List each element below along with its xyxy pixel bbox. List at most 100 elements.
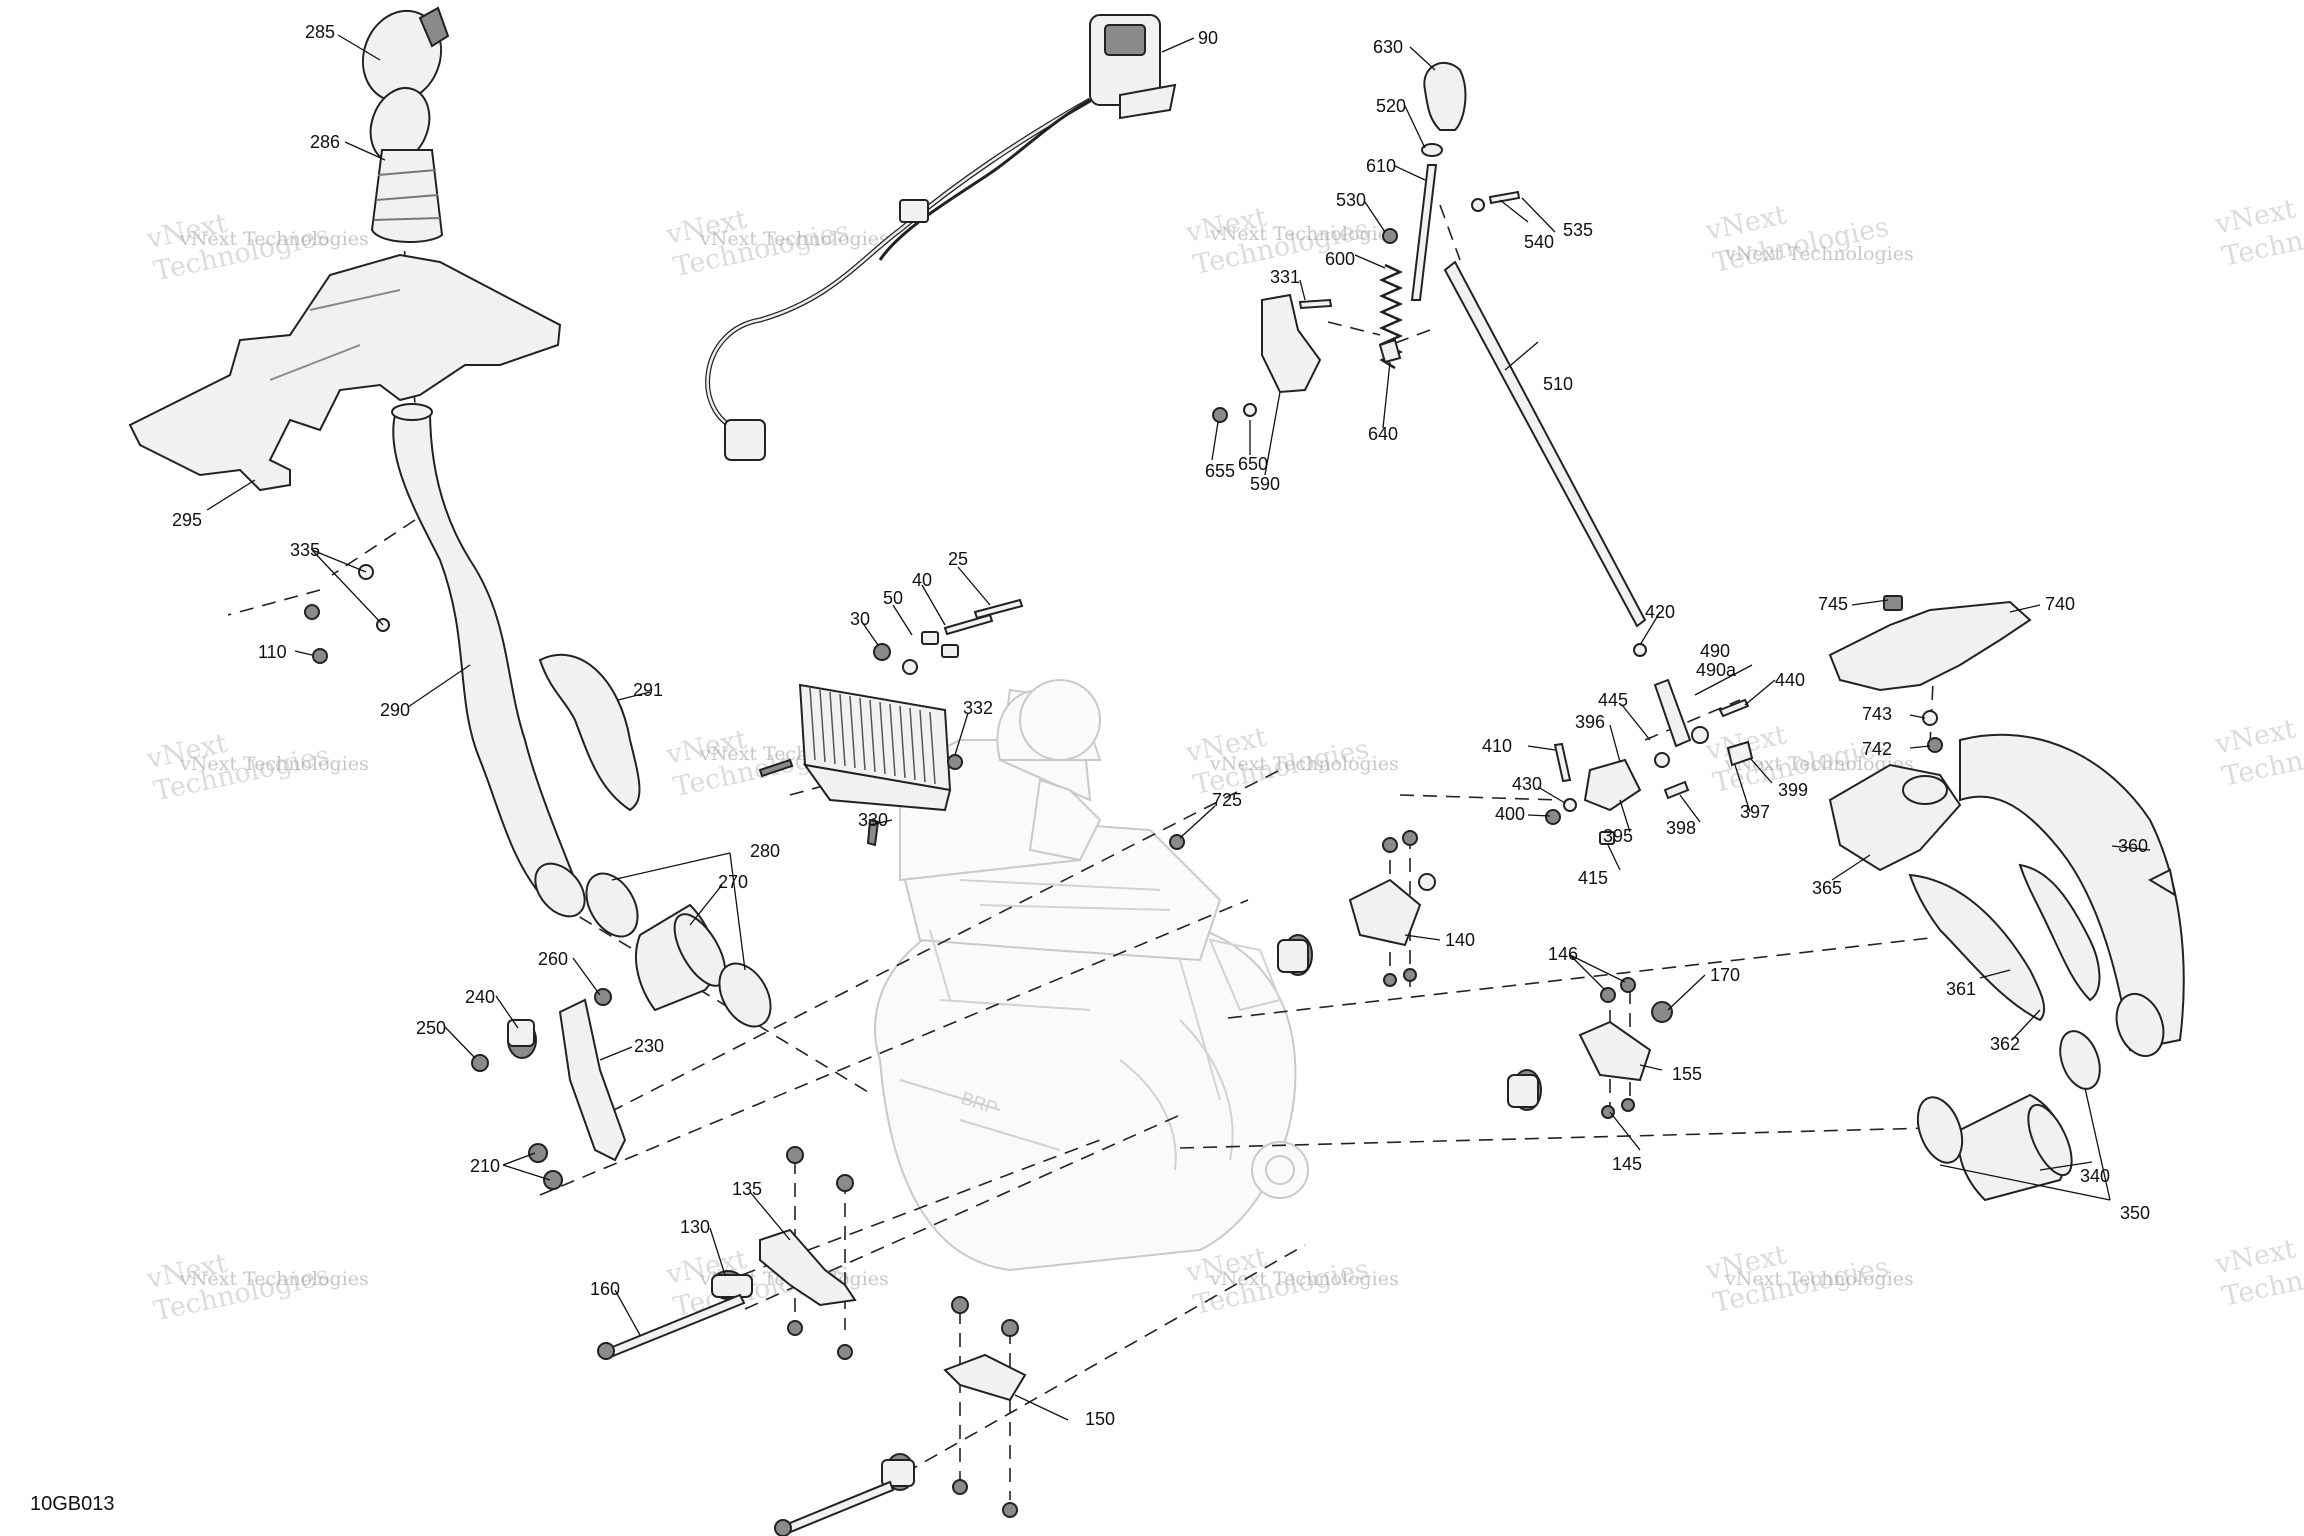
part-nut-725	[1169, 834, 1185, 850]
part-rod-510	[1443, 260, 1647, 628]
callout-520: 520	[1376, 96, 1406, 116]
part-clamp-350-b	[2059, 1030, 2101, 1090]
callout-397: 397	[1740, 802, 1770, 822]
watermark-small: vNext Technologies	[1724, 243, 1914, 265]
callout-740: 740	[2045, 594, 2075, 614]
callout-630: 630	[1373, 37, 1403, 57]
callout-398: 398	[1666, 818, 1696, 838]
callout-396: 396	[1575, 712, 1605, 732]
callout-395: 395	[1603, 826, 1633, 846]
part-bracket-150	[943, 1353, 1027, 1402]
part-panel-361	[1908, 873, 2046, 1022]
callout-90: 90	[1198, 28, 1218, 48]
callout-490: 490	[1700, 641, 1730, 661]
diagram-code: 10GB013	[30, 1493, 115, 1515]
watermark-small: vNext Technologies	[1724, 1268, 1914, 1290]
callout-742: 742	[1862, 739, 1892, 759]
callout-40: 40	[912, 570, 932, 590]
watermark-small: vNext Technologies	[1724, 753, 1914, 775]
watermark-tile: vNext Technologies	[2212, 1233, 2304, 1312]
callout-160: 160	[590, 1279, 620, 1299]
callout-335: 335	[290, 540, 320, 560]
part-bracket-590	[1261, 293, 1322, 394]
callout-135: 135	[732, 1179, 762, 1199]
part-pin-415	[1599, 831, 1615, 845]
callout-600: 600	[1325, 249, 1355, 269]
callout-415: 415	[1578, 868, 1608, 888]
part-small-hardware-25-50	[873, 598, 1024, 675]
part-knob-630	[1423, 61, 1467, 131]
part-filter-286	[369, 87, 444, 243]
callout-286: 286	[310, 132, 340, 152]
part-bumper-170	[1651, 1001, 1673, 1023]
part-bolt-210-a	[528, 1143, 548, 1163]
callout-330: 330	[858, 810, 888, 830]
part-ecm-heatsink	[798, 683, 952, 812]
callout-230: 230	[634, 1036, 664, 1056]
callout-270: 270	[718, 872, 748, 892]
part-bracket-230	[558, 998, 627, 1162]
callout-430: 430	[1512, 774, 1542, 794]
callout-490a: 490a	[1696, 660, 1737, 680]
part-bolt-332	[947, 754, 963, 770]
part-duct-291	[538, 653, 641, 812]
part-mount-150	[881, 1453, 915, 1491]
callout-510: 510	[1543, 374, 1573, 394]
part-plate-295	[128, 253, 562, 492]
callout-240: 240	[465, 987, 495, 1007]
leader-lines	[206, 34, 2151, 1421]
watermark-small: vNext Technologies	[1209, 753, 1399, 775]
part-washer-743	[1922, 710, 1938, 726]
part-bracket-135	[759, 1228, 857, 1307]
watermark-small: vNext Technologies	[179, 753, 369, 775]
callout-210: 210	[470, 1156, 500, 1176]
part-bolt-150-long	[774, 1480, 895, 1536]
part-bracket-395	[1583, 758, 1642, 812]
part-bolt-110	[304, 604, 328, 664]
part-screw-330b	[758, 758, 794, 778]
callout-250: 250	[416, 1018, 446, 1038]
callout-25: 25	[948, 549, 968, 569]
part-bolts-150	[951, 1296, 1019, 1518]
callout-260: 260	[538, 949, 568, 969]
callout-610: 610	[1366, 156, 1396, 176]
part-bracket-740	[1828, 600, 2032, 692]
part-clamp-350-a	[1916, 1096, 1964, 1164]
callout-650: 650	[1238, 454, 1268, 474]
callout-590: 590	[1250, 474, 1280, 494]
part-nut-655	[1212, 407, 1228, 423]
watermark-small: vNext Technologies	[179, 1268, 369, 1290]
part-bushing-398	[1663, 780, 1690, 800]
callout-labels: 285 286 295 335 110 290 291 280 270 260 …	[172, 22, 2150, 1429]
part-ball-joint-490a	[1691, 726, 1709, 744]
part-panel-362	[2018, 863, 2101, 1002]
part-clip-397-399	[1726, 740, 1754, 767]
watermark-small: vNext Technologies	[1209, 223, 1399, 245]
callout-50: 50	[883, 588, 903, 608]
callout-140: 140	[1445, 930, 1475, 950]
callout-331: 331	[1270, 267, 1300, 287]
callout-130: 130	[680, 1217, 710, 1237]
callout-145: 145	[1612, 1154, 1642, 1174]
part-bolt-160	[597, 1293, 746, 1360]
callout-655: 655	[1205, 461, 1235, 481]
callout-295: 295	[172, 510, 202, 530]
assembly-lines	[227, 204, 1936, 1500]
part-mount-155	[1507, 977, 1652, 1119]
callout-280: 280	[750, 841, 780, 861]
watermark-small: vNext Technologies	[699, 228, 889, 250]
callout-155: 155	[1672, 1064, 1702, 1084]
callout-365: 365	[1812, 878, 1842, 898]
watermark-tile: vNext Technologies	[2212, 713, 2304, 792]
callout-530: 530	[1336, 190, 1366, 210]
callout-332: 332	[963, 698, 993, 718]
part-coupler-270	[634, 903, 727, 1012]
part-bolts-135	[786, 1146, 854, 1360]
callout-535: 535	[1563, 220, 1593, 240]
part-mount-240	[507, 1019, 537, 1059]
part-coupler-340	[1957, 1093, 2073, 1202]
part-nut-250	[471, 1054, 489, 1072]
part-nut-445	[1654, 752, 1670, 768]
callout-540: 540	[1524, 232, 1554, 252]
callout-400: 400	[1495, 804, 1525, 824]
